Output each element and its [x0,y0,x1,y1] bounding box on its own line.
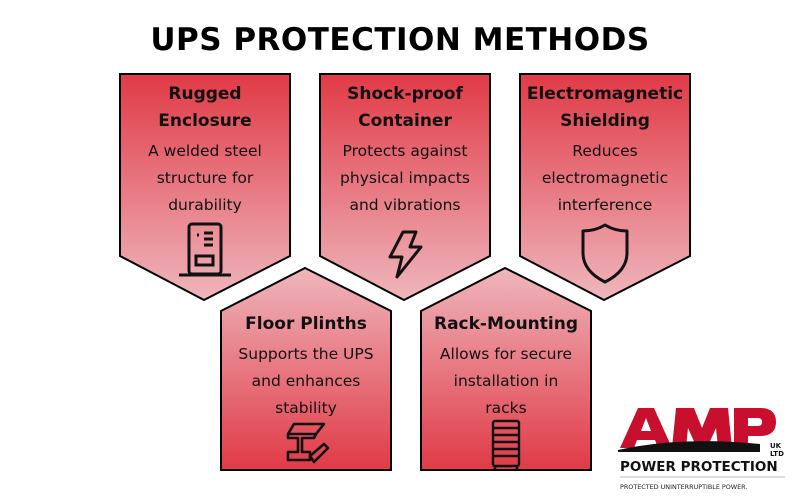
card-desc-line: electromagnetic [541,169,669,187]
card-desc-line: interference [557,196,653,214]
shield-icon [581,223,629,284]
card-heading-line: Container [358,111,452,131]
card-heading-line: Rack-Mounting [433,314,579,334]
card-desc-line: Reduces [572,142,638,160]
card-heading-line: Floor Plinths [245,314,367,334]
server-rack-icon [491,419,521,470]
card-desc-line: durability [168,196,242,214]
card-shape [420,267,592,471]
logo-badge-uk: UK [770,442,782,450]
card-desc-line: physical impacts [340,169,470,187]
card-shape [119,73,291,302]
card-heading-line: Shock-proof [347,84,463,104]
page-title: UPS PROTECTION METHODS [150,22,650,58]
card-rack-mounting: Rack-Mounting Allows for secure installat… [420,267,592,472]
card-shape [319,73,491,302]
amp-logo: UK LTD POWER PROTECTION PROTECTED UNINTE… [610,400,795,495]
logo-tagline: PROTECTED UNINTERRUPTIBLE POWER. [620,483,747,491]
card-desc-line: racks [485,399,527,417]
card-heading-line: Shielding [560,111,650,131]
card-heading-line: Rugged [168,84,242,104]
card-desc-line: structure for [156,169,254,187]
card-heading-line: Electromagnetic [526,84,684,104]
card-desc-line: installation in [453,372,559,390]
logo-badge-ltd: LTD [770,450,784,458]
card-desc-line: and vibrations [349,196,461,214]
card-desc-line: stability [275,399,337,417]
card-desc-line: Allows for secure [439,345,573,363]
card-heading-line: Enclosure [158,111,252,131]
amp-logo-mark: UK LTD POWER PROTECTION PROTECTED UNINTE… [618,408,785,491]
card-shape [519,73,691,302]
steel-beam-icon [286,422,330,464]
logo-name: POWER PROTECTION [620,459,778,475]
card-desc-line: Supports the UPS [238,345,374,363]
ups-cabinet-icon [179,222,231,277]
card-floor-plinths: Floor Plinths Supports the UPS and enhanc… [220,267,392,472]
card-desc-line: and enhances [251,372,361,390]
lightning-bolt-icon [388,230,423,279]
card-desc-line: A welded steel [148,142,262,160]
card-shape [220,267,392,471]
card-desc-line: Protects against [342,142,468,160]
